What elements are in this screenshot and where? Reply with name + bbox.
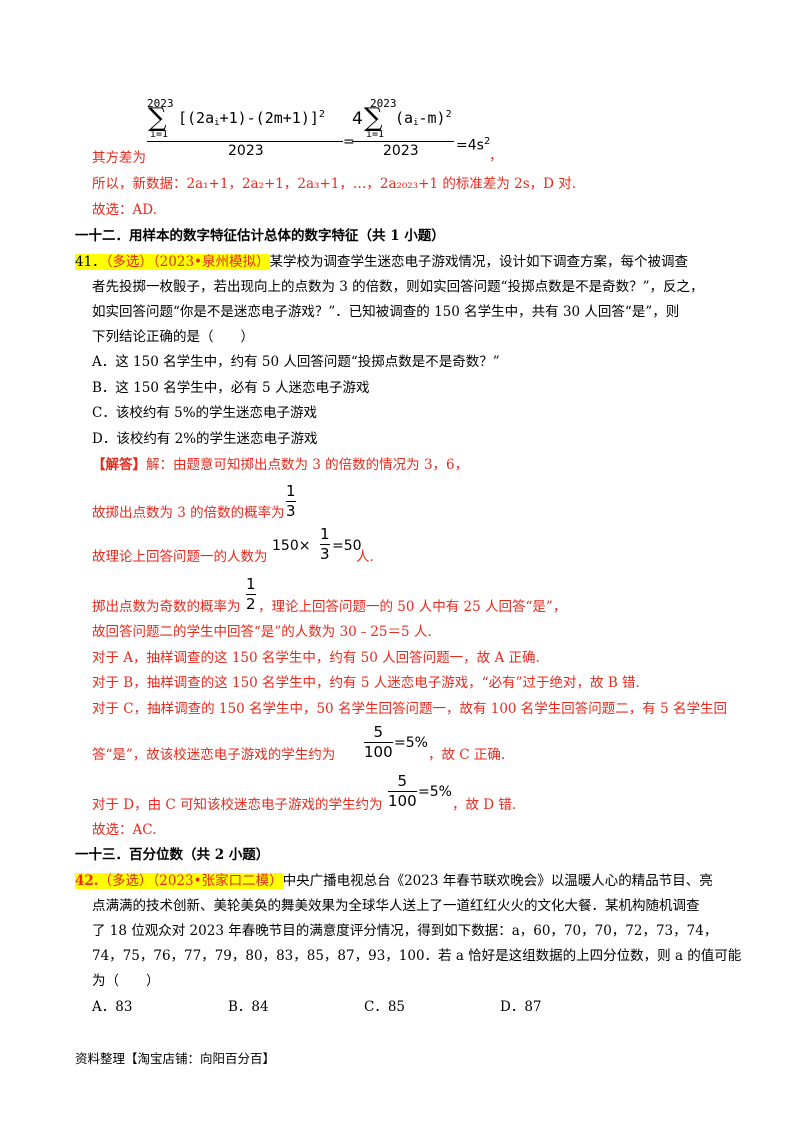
question-tag: （多选）（2023•张家口二模） — [98, 873, 283, 889]
question-tag: （多选）（2023•泉州模拟） — [105, 254, 270, 270]
question-42-line-5: 为（ ） — [92, 973, 160, 989]
solution-line: 故回答问题二的学生中回答“是”的人数为 30﹣25＝5 人. — [92, 624, 432, 640]
question-number: 41． — [75, 254, 106, 270]
sum-upper-limit: 2023 — [147, 97, 174, 110]
sum-upper-limit-2: 2023 — [370, 97, 397, 110]
option-b: B．84 — [228, 999, 269, 1015]
math-expression: =50 — [332, 538, 362, 554]
question-42-line-1: 42.（多选）（2023•张家口二模）中央广播电视总台《2023 年春节联欢晚会… — [75, 873, 713, 889]
left-denominator: 2023 — [228, 143, 264, 159]
solution-line: ，故 D 错. — [452, 797, 517, 813]
percent-result: =5% — [394, 735, 428, 751]
solution-line: 对于 B，抽样调查的这 150 名学生中，约有 5 人迷恋电子游戏，“必有”过于… — [92, 675, 640, 691]
right-coefficient: 4 — [352, 109, 363, 129]
question-41-line-4: 下列结论正确的是（ ） — [92, 329, 254, 345]
question-number: 42. — [75, 873, 99, 889]
section-heading-12: 一十二．用样本的数字特征估计总体的数字特征（共 1 小题） — [75, 228, 445, 244]
right-fraction-bar — [352, 141, 454, 142]
question-42-line-4: 74，75，76，77，79，80，83，85，87，93，100．若 a 恰好… — [92, 948, 742, 964]
answer-line: 故选：AD. — [92, 202, 157, 218]
question-42-line-2: 点满满的技术创新、美轮美奂的舞美效果为全球华人送上了一道红红火火的文化大餐．某机… — [92, 898, 700, 914]
sum-symbol-2: ∑ — [364, 103, 383, 133]
formula-trail: ， — [489, 148, 503, 164]
option-b: B．这 150 名学生中，必有 5 人迷恋电子游戏 — [92, 380, 370, 396]
math-expression: 150× — [272, 538, 311, 554]
option-c: C．该校约有 5%的学生迷恋电子游戏 — [92, 405, 318, 421]
left-fraction-bar — [147, 141, 343, 142]
solution-line: 对于 D，由 C 可知该校迷恋电子游戏的学生约为 — [92, 797, 383, 813]
option-d: D．该校约有 2%的学生迷恋电子游戏 — [92, 431, 318, 447]
equals-sign: = — [343, 134, 355, 150]
solution-line: 人. — [356, 549, 374, 565]
percent-result: =5% — [418, 784, 452, 800]
right-denominator: 2023 — [383, 143, 419, 159]
right-numerator: (ai-m)2 — [395, 109, 452, 128]
solution-line: 故理论上回答问题一的人数为 — [92, 549, 268, 565]
solution-line: 【解答】解：由题意可知掷出点数为 3 的倍数的情况为 3，6， — [92, 457, 469, 473]
sum-lower-limit-2: i=1 — [366, 129, 385, 140]
solution-line: 对于 C，抽样调查的 150 名学生中，50 名学生回答问题一，故有 100 名… — [92, 701, 727, 717]
option-a: A．83 — [92, 999, 133, 1015]
page-footer: 资料整理【淘宝店铺：向阳百分百】 — [75, 1051, 276, 1066]
formula-result: =4s2 — [456, 136, 491, 154]
question-41-line-3: 如实回答问题“你是不是迷恋电子游戏？”．已知被调查的 150 名学生中，共有 3… — [92, 304, 680, 320]
solution-line: 答“是”，故该校迷恋电子游戏的学生约为 — [92, 747, 336, 763]
question-41-line-1: 41．（多选）（2023•泉州模拟）某学校为调查学生迷恋电子游戏情况，设计如下调… — [75, 254, 689, 270]
solution-line: ，理论上回答问题一的 50 人中有 25 人回答“是”， — [258, 599, 567, 615]
sum-lower-limit: i=1 — [150, 129, 169, 140]
solution-line: ，故 C 正确. — [428, 747, 506, 763]
question-42-line-3: 了 18 位观众对 2023 年春晚节目的满意度评分情况，得到如下数据：a，60… — [92, 923, 718, 939]
option-a: A．这 150 名学生中，约有 50 人回答问题“投掷点数是不是奇数？” — [92, 354, 500, 370]
solution-line: 所以，新数据：2a₁+1，2a₂+1，2a₃+1，…，2a₂₀₂₃+1 的标准差… — [92, 176, 577, 192]
variance-prefix: 其方差为 — [92, 150, 146, 166]
answer-line: 故选：AC. — [92, 822, 157, 838]
sum-symbol: ∑ — [148, 103, 167, 133]
left-numerator: [(2ai+1)-(2m+1)]2 — [178, 109, 325, 128]
solution-line: 对于 A，抽样调查的这 150 名学生中，约有 50 人回答问题一，故 A 正确… — [92, 650, 540, 666]
solution-line: 故掷出点数为 3 的倍数的概率为 — [92, 505, 285, 521]
question-41-line-2: 者先投掷一枚骰子，若出现向上的点数为 3 的倍数，则如实回答问题“投掷点数是不是… — [92, 279, 704, 295]
section-heading-13: 一十三．百分位数（共 2 小题） — [75, 847, 270, 863]
option-d: D．87 — [500, 999, 542, 1015]
option-c: C．85 — [364, 999, 406, 1015]
solution-line: 掷出点数为奇数的概率为 — [92, 599, 241, 615]
